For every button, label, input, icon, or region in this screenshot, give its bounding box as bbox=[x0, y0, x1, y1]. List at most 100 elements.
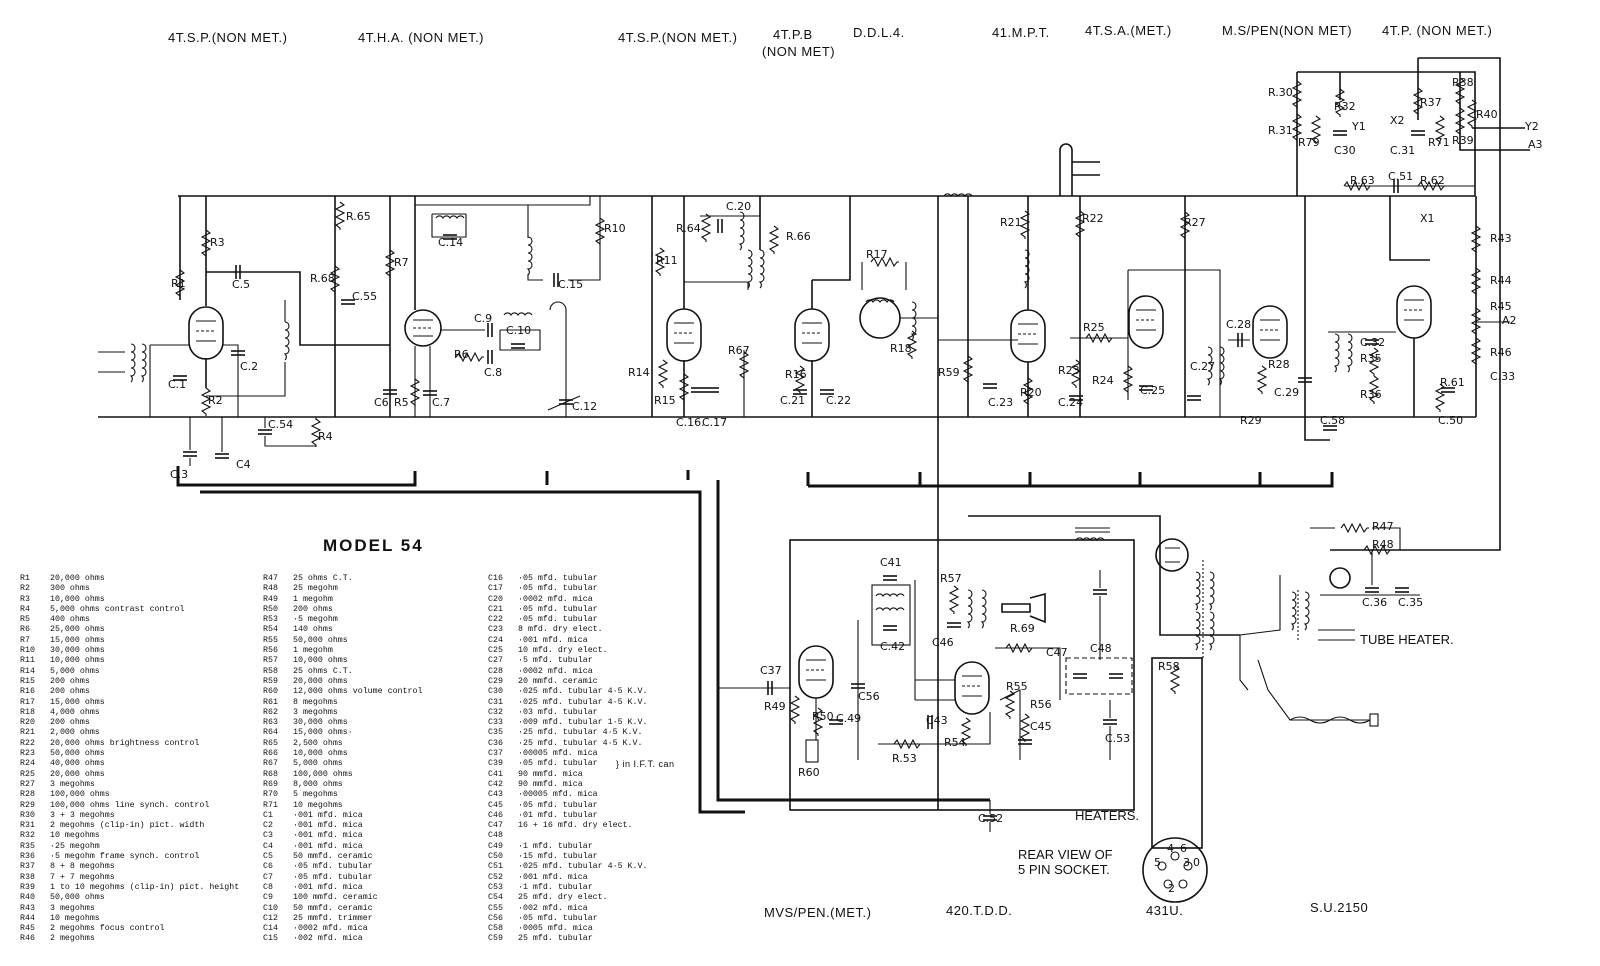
component-label-r10: R10 bbox=[604, 222, 626, 235]
component-label-c7: C.7 bbox=[432, 396, 450, 409]
parts-list-row: C58·0005 mfd. mica bbox=[488, 924, 647, 934]
parts-list-row: C15·002 mfd. mica bbox=[263, 934, 422, 944]
part-value: 25 mmfd. trimmer bbox=[293, 913, 373, 923]
ift-can-note: } in I.F.T. can bbox=[616, 759, 675, 769]
part-value: 100,000 ohms bbox=[293, 769, 353, 779]
component-label-c22: C.22 bbox=[826, 394, 851, 407]
parts-list-row: C31·025 mfd. tubular 4·5 K.V. bbox=[488, 698, 647, 708]
component-label-y1: Y1 bbox=[1351, 120, 1366, 133]
component-label-c53: C.53 bbox=[1105, 732, 1130, 745]
part-ref: C16 bbox=[488, 574, 503, 583]
component-label-r17: R17 bbox=[866, 248, 888, 261]
component-label-r29: R29 bbox=[1240, 414, 1262, 427]
component-label-a3: A3 bbox=[1528, 138, 1543, 151]
part-ref: R69 bbox=[263, 779, 278, 789]
part-value: 100,000 ohms bbox=[50, 790, 110, 800]
part-value: ·05 mfd. tubular bbox=[518, 800, 598, 810]
part-ref: R24 bbox=[20, 759, 35, 769]
part-ref: C4 bbox=[263, 841, 273, 851]
part-value: ·00005 mfd. mica bbox=[518, 749, 598, 759]
part-ref: C48 bbox=[488, 831, 503, 841]
socket-pin-p4: 3 bbox=[1183, 856, 1190, 869]
component-label-c55: C.55 bbox=[352, 290, 377, 303]
parts-list-row: C1·001 mfd. mica bbox=[263, 811, 422, 821]
component-label-r4: R4 bbox=[318, 430, 333, 443]
part-ref: R3 bbox=[20, 594, 30, 604]
part-value: 3 + 3 megohms bbox=[50, 810, 115, 820]
part-ref: C49 bbox=[488, 841, 503, 851]
component-label-r39: R39 bbox=[1452, 134, 1474, 147]
part-ref: C2 bbox=[263, 821, 273, 831]
component-label-r22: R22 bbox=[1082, 212, 1104, 225]
part-ref: R54 bbox=[263, 625, 278, 635]
part-value: ·002 mfd. mica bbox=[293, 934, 363, 944]
parts-list-row: C14·0002 mfd. mica bbox=[263, 924, 422, 934]
parts-list-row: C43·00005 mfd. mica bbox=[488, 790, 647, 800]
component-label-c1: C.1 bbox=[168, 378, 186, 391]
component-label-c8: C.8 bbox=[484, 366, 502, 379]
part-value: 25 mfd. dry elect. bbox=[518, 893, 608, 903]
part-ref: R37 bbox=[20, 862, 35, 872]
component-label-c31: C.31 bbox=[1390, 144, 1415, 157]
part-ref: C52 bbox=[488, 872, 503, 882]
part-ref: R46 bbox=[20, 934, 35, 944]
part-ref: C42 bbox=[488, 779, 503, 789]
part-ref: C1 bbox=[263, 810, 273, 820]
component-label-c36: C.36 bbox=[1362, 596, 1387, 609]
part-ref: C7 bbox=[263, 872, 273, 882]
part-ref: R20 bbox=[20, 718, 35, 728]
component-label-c5: C.5 bbox=[232, 278, 250, 291]
part-value: 5,000 ohms bbox=[50, 666, 100, 676]
parts-list-row: C28·0002 mfd. mica bbox=[488, 667, 647, 677]
part-value: ·025 mfd. tubular 4·5 K.V. bbox=[518, 697, 648, 707]
part-value: 50,000 ohms bbox=[50, 749, 105, 759]
part-value: 30,000 ohms bbox=[50, 646, 105, 656]
component-label-r15: R15 bbox=[654, 394, 676, 407]
part-value: 5 megohms bbox=[293, 790, 338, 800]
tube-label-v3: 4T.S.P.(NON MET.) bbox=[618, 30, 738, 45]
part-ref: R48 bbox=[263, 584, 278, 594]
component-label-r48: R48 bbox=[1372, 538, 1394, 551]
part-value: 10 megohms bbox=[50, 831, 100, 841]
part-ref: R30 bbox=[20, 810, 35, 820]
part-value: ·25 mfd. tubular 4·5 K.V. bbox=[518, 728, 643, 738]
tube-heater-label: TUBE HEATER. bbox=[1360, 632, 1454, 647]
part-value: ·05 mfd. tubular bbox=[518, 584, 598, 594]
part-value: 3 megohms bbox=[50, 779, 95, 789]
parts-list-row: C50·15 mfd. tubular bbox=[488, 852, 647, 862]
part-value: ·01 mfd. tubular bbox=[518, 810, 598, 820]
part-value: ·001 mfd. mica bbox=[518, 635, 588, 645]
part-value: 25 ohms C.T. bbox=[293, 666, 353, 676]
part-ref: C9 bbox=[263, 893, 273, 903]
tube-label-v7: 4T.S.A.(MET.) bbox=[1085, 23, 1172, 38]
part-value: 8 mfd. dry elect. bbox=[518, 625, 603, 635]
component-label-c41: C41 bbox=[880, 556, 902, 569]
parts-list-row: C21·05 mfd. tubular bbox=[488, 605, 647, 615]
component-label-r14: R14 bbox=[628, 366, 650, 379]
part-value: 90 mmfd. mica bbox=[518, 769, 583, 779]
component-label-c12: C.12 bbox=[572, 400, 597, 413]
tube-label-v1: 4T.S.P.(NON MET.) bbox=[168, 30, 288, 45]
component-label-r23: R23 bbox=[1058, 364, 1080, 377]
part-value: 200 ohms bbox=[293, 604, 333, 614]
part-ref: C45 bbox=[488, 800, 503, 810]
part-ref: R28 bbox=[20, 790, 35, 800]
part-value: 1 to 10 megohms (clip-in) pict. height bbox=[50, 882, 240, 892]
part-ref: R67 bbox=[263, 759, 278, 769]
part-ref: R44 bbox=[20, 913, 35, 923]
tube-label-v4: 4T.P.B bbox=[773, 27, 813, 42]
